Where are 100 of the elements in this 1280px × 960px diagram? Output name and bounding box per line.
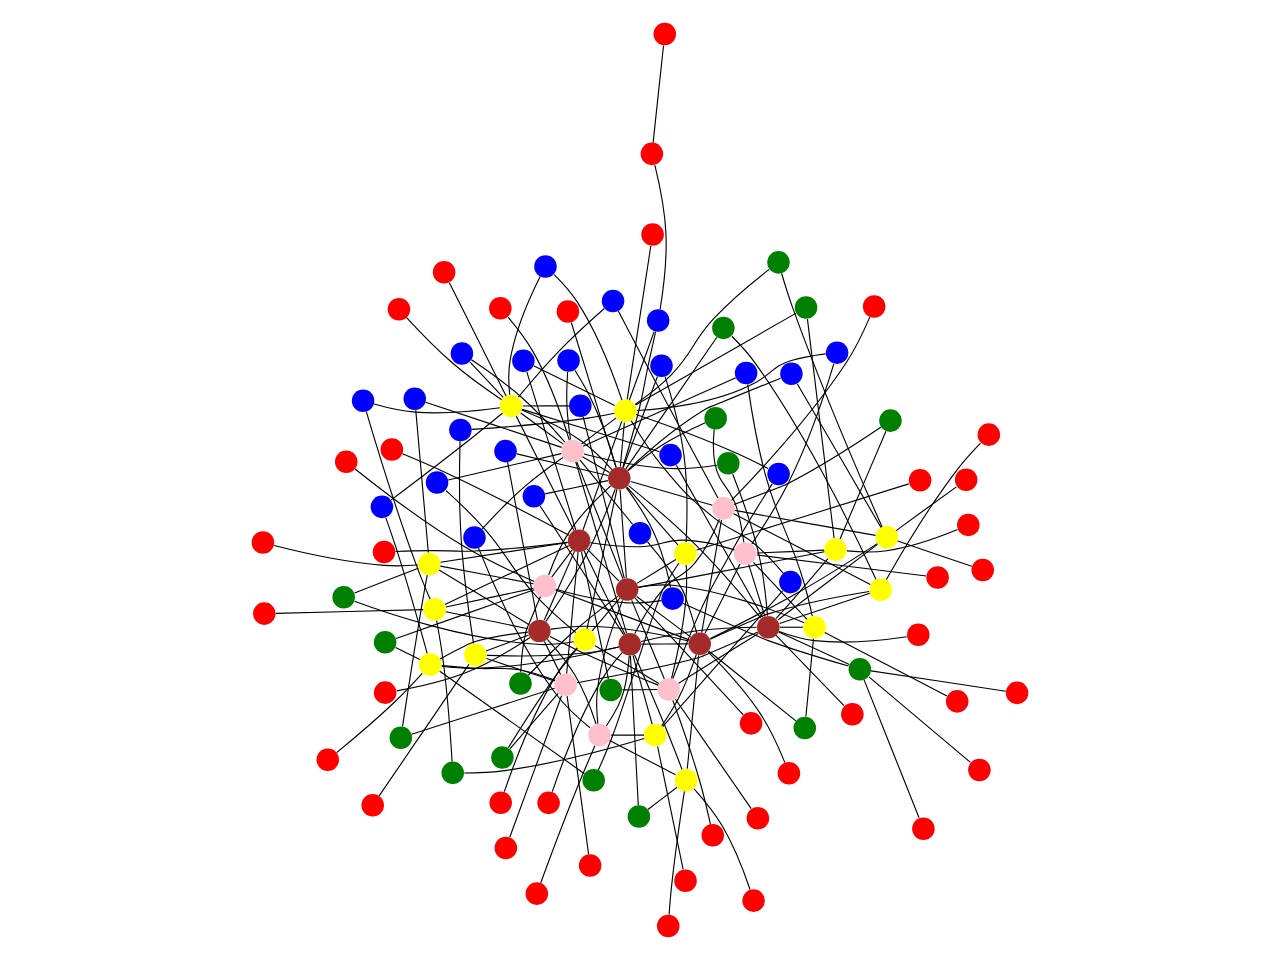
node-circle (432, 260, 456, 284)
connector (627, 485, 762, 619)
node-circle (557, 349, 580, 372)
connector (576, 631, 759, 684)
connector (732, 473, 769, 617)
connector (439, 631, 529, 660)
connector (469, 361, 504, 399)
node-circle (332, 585, 355, 609)
node-circle (674, 869, 697, 893)
node-circle (418, 653, 442, 676)
connector (597, 562, 680, 771)
node-circle (640, 142, 664, 166)
connector (635, 413, 769, 470)
connector (637, 584, 805, 624)
connector (734, 509, 877, 536)
connector (354, 468, 535, 582)
node-circle (794, 296, 818, 319)
connector (707, 651, 786, 764)
node-circle (954, 468, 978, 492)
connector (486, 646, 620, 657)
node-circle (926, 566, 949, 589)
connector (636, 353, 827, 412)
node-circle (554, 673, 577, 697)
connector (730, 316, 871, 501)
connector (709, 590, 870, 640)
connector (551, 549, 573, 578)
connector (895, 486, 957, 532)
node-circle (569, 394, 592, 418)
connector (775, 558, 829, 620)
node-circle (627, 805, 651, 828)
connector (509, 695, 563, 838)
connector (436, 620, 453, 762)
connector (581, 417, 617, 445)
connector (395, 646, 421, 660)
connector (471, 412, 615, 430)
connector (507, 647, 578, 749)
connector (521, 408, 661, 453)
connector (520, 596, 541, 673)
connector (839, 430, 887, 540)
connector (582, 420, 623, 531)
connector (778, 631, 850, 665)
connector (654, 164, 667, 310)
connector (712, 428, 745, 543)
node-circle (657, 678, 680, 701)
node-circle (862, 295, 886, 318)
connector (515, 415, 575, 532)
node-circle (733, 542, 757, 565)
connector (627, 377, 782, 471)
connector (636, 596, 692, 638)
connector (526, 371, 577, 531)
node-circle (608, 466, 631, 490)
connector (586, 548, 620, 582)
node-circle (688, 632, 712, 656)
node-circle (573, 628, 596, 651)
connector (507, 316, 570, 441)
node-circle (641, 223, 664, 246)
node-circle (643, 723, 667, 747)
connector (626, 486, 679, 546)
connector (401, 574, 428, 727)
connector (385, 517, 428, 654)
connector (589, 539, 735, 551)
connector (617, 310, 719, 499)
node-circle (618, 632, 642, 656)
connector (509, 692, 559, 750)
node-circle (712, 316, 735, 340)
node-circle (601, 289, 625, 313)
node-circle (403, 387, 427, 411)
connector (411, 687, 556, 735)
node-circle (614, 399, 637, 423)
node-circle (739, 712, 763, 735)
connector (522, 405, 570, 407)
connector (675, 464, 764, 618)
node-circle (373, 681, 397, 704)
connector (637, 551, 825, 588)
connector (574, 369, 617, 468)
connector (415, 409, 429, 554)
node-circle (650, 354, 673, 377)
node-circle (449, 418, 472, 442)
connector (733, 513, 871, 585)
node-circle (494, 836, 518, 860)
node-circle (717, 452, 740, 475)
node-circle (659, 443, 682, 467)
node-circle (491, 746, 514, 769)
connector (636, 558, 677, 584)
connector (517, 307, 605, 398)
connector (682, 602, 850, 667)
connector (634, 268, 770, 405)
connector (444, 545, 570, 606)
connector (406, 317, 503, 401)
connector (527, 595, 619, 676)
connector (806, 318, 835, 539)
connector (520, 412, 564, 445)
connector (425, 401, 563, 448)
node-circle (701, 824, 725, 847)
connector (805, 638, 815, 718)
connector (445, 490, 577, 634)
node-circle (968, 758, 991, 782)
connector (477, 547, 591, 729)
connector (633, 654, 683, 770)
node-circle (588, 723, 611, 747)
